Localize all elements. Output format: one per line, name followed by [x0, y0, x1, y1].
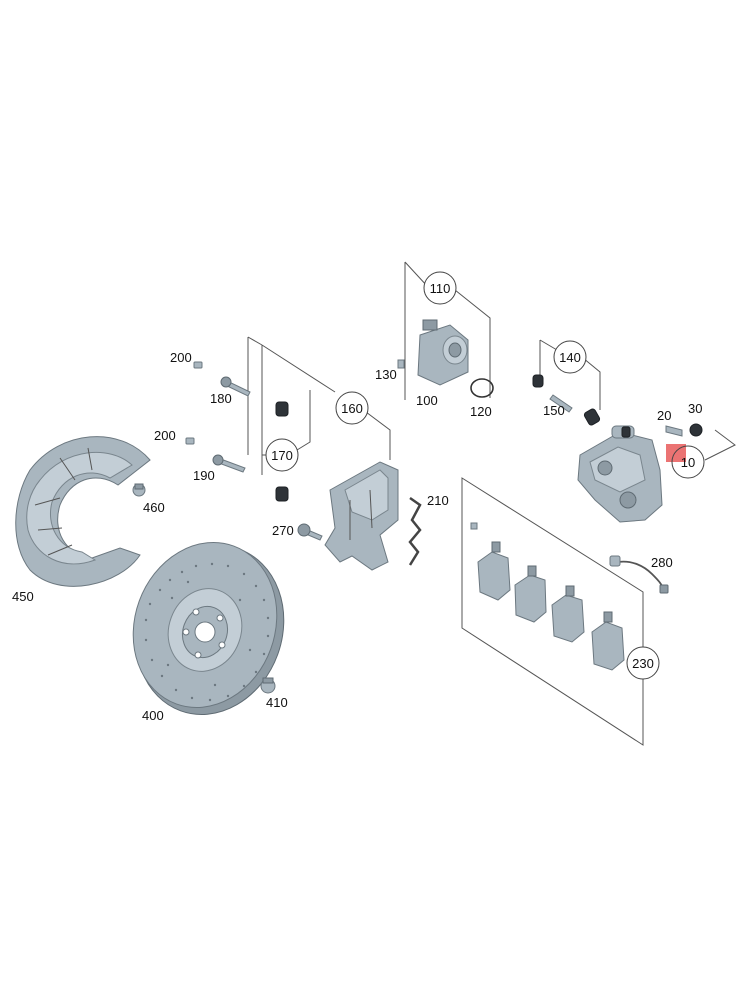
callout-170[interactable]: 170: [265, 438, 299, 472]
label-210: 210: [427, 493, 449, 508]
highlight-marker: [666, 444, 686, 462]
label-200-top: 200: [170, 350, 192, 365]
group-lines: [247, 261, 736, 746]
label-270: 270: [272, 523, 294, 538]
fasteners: [132, 359, 703, 694]
label-450: 450: [12, 589, 34, 604]
label-200-lower: 200: [154, 428, 176, 443]
label-180: 180: [210, 391, 232, 406]
wear-sensor: [609, 555, 669, 594]
label-20: 20: [657, 408, 671, 423]
label-100: 100: [416, 393, 438, 408]
label-280: 280: [651, 555, 673, 570]
label-140: 140: [559, 350, 581, 365]
label-10: 10: [681, 455, 695, 470]
label-410: 410: [266, 695, 288, 710]
label-170: 170: [271, 448, 293, 463]
callout-140[interactable]: 140: [553, 340, 587, 374]
label-150: 150: [543, 403, 565, 418]
label-190: 190: [193, 468, 215, 483]
actuator-motor: [417, 319, 469, 386]
callout-160[interactable]: 160: [335, 391, 369, 425]
caliper-bracket: [324, 461, 399, 571]
dust-shield: [15, 436, 151, 587]
brake-pads: [477, 541, 625, 671]
callout-110[interactable]: 110: [423, 271, 457, 305]
label-120: 120: [470, 404, 492, 419]
label-30: 30: [688, 401, 702, 416]
brake-disc: [132, 542, 285, 715]
label-460: 460: [143, 500, 165, 515]
caliper: [577, 425, 663, 523]
label-160: 160: [341, 401, 363, 416]
spring-clip: [408, 496, 422, 566]
label-400: 400: [142, 708, 164, 723]
label-130: 130: [375, 367, 397, 382]
label-230: 230: [632, 656, 654, 671]
label-110: 110: [430, 281, 451, 296]
callout-230[interactable]: 230: [626, 646, 660, 680]
callout-10[interactable]: 10: [671, 445, 705, 479]
